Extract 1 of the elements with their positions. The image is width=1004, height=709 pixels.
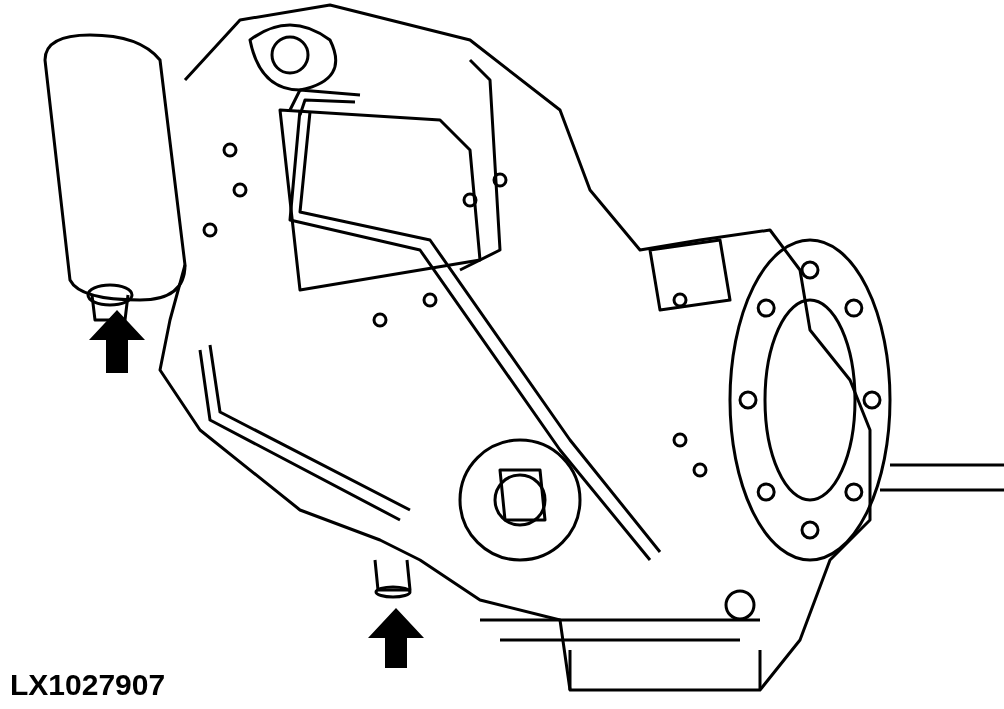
figure-number: LX1027907 (10, 670, 166, 700)
